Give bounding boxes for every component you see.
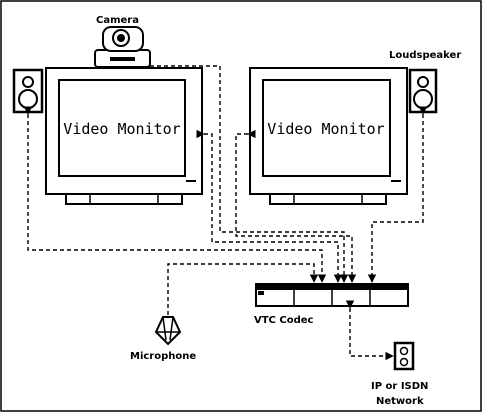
network-label-line2: Network	[376, 396, 424, 407]
microphone-icon	[156, 317, 180, 344]
left-monitor-label: Video Monitor	[63, 120, 180, 138]
right-monitor-label: Video Monitor	[267, 120, 384, 138]
loudspeaker-label: Loudspeaker	[389, 50, 461, 61]
network-connection	[350, 308, 393, 356]
network-label-line1: IP or ISDN	[371, 381, 428, 392]
right-loudspeaker-icon	[410, 70, 436, 112]
microphone-label: Microphone	[130, 351, 196, 362]
left-loudspeaker-icon	[14, 70, 42, 112]
vtc-codec-box	[256, 284, 408, 306]
codec-label: VTC Codec	[254, 315, 314, 326]
camera-label: Camera	[96, 15, 139, 26]
network-jack-icon	[395, 343, 413, 369]
camera-icon	[95, 27, 150, 67]
